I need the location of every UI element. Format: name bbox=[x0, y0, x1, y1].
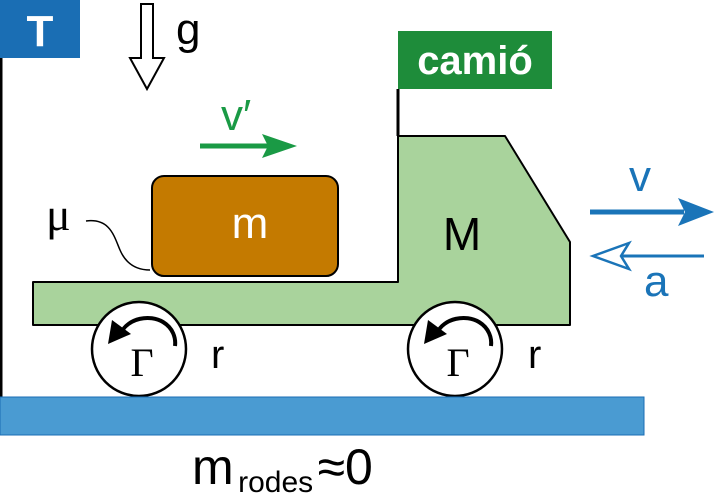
relative-velocity-label: v′ bbox=[221, 91, 251, 140]
relative-velocity-head bbox=[262, 134, 297, 158]
rear-wheel: Γ bbox=[90, 300, 188, 398]
rear-wheel-radius-label: r bbox=[211, 333, 224, 377]
front-wheel-radius-label: r bbox=[528, 333, 541, 377]
truck-frame-box bbox=[398, 31, 552, 89]
front-wheel-torque-label: Γ bbox=[446, 340, 469, 385]
truck-velocity-head bbox=[678, 198, 714, 226]
rear-wheel-torque-label: Γ bbox=[130, 340, 153, 385]
truck-velocity-arrow: v bbox=[590, 152, 714, 226]
truck-mass-label: M bbox=[443, 208, 481, 260]
gravity-arrow: g bbox=[128, 3, 200, 92]
front-wheel-torque-head bbox=[424, 320, 447, 344]
ground-frame-box bbox=[0, 0, 80, 58]
truck-acceleration-label: a bbox=[644, 257, 669, 306]
rear-wheel-torque-arc bbox=[119, 316, 178, 347]
ground-frame-label: T bbox=[27, 7, 54, 56]
wheel-mass-base: m bbox=[192, 439, 234, 495]
front-wheel: Γ bbox=[406, 300, 504, 398]
gravity-label: g bbox=[176, 5, 200, 54]
truck-acceleration-arrow: a bbox=[589, 240, 704, 306]
relative-velocity-arrow: v′ bbox=[200, 91, 297, 158]
truck-frame-label: camió bbox=[417, 39, 533, 83]
block bbox=[151, 175, 339, 277]
wheel-mass-relation: ≈0 bbox=[318, 439, 373, 495]
ground-frame-marker: T bbox=[0, 0, 80, 398]
friction-leader-line bbox=[85, 220, 151, 271]
front-wheel-torque-arc bbox=[435, 316, 494, 347]
wheel-mass-subscript: rodes bbox=[238, 466, 313, 499]
gravity-arrow-shape bbox=[128, 3, 166, 92]
truck-acceleration-head bbox=[589, 240, 632, 272]
friction-label: μ bbox=[46, 189, 71, 240]
truck-frame-marker: camió bbox=[396, 31, 552, 136]
rear-wheel-torque-head bbox=[108, 320, 131, 344]
ground bbox=[0, 396, 645, 436]
block-mass-label: m bbox=[232, 199, 269, 248]
wheel-mass-condition: m rodes ≈0 bbox=[192, 439, 373, 499]
truck-velocity-label: v bbox=[629, 152, 651, 201]
